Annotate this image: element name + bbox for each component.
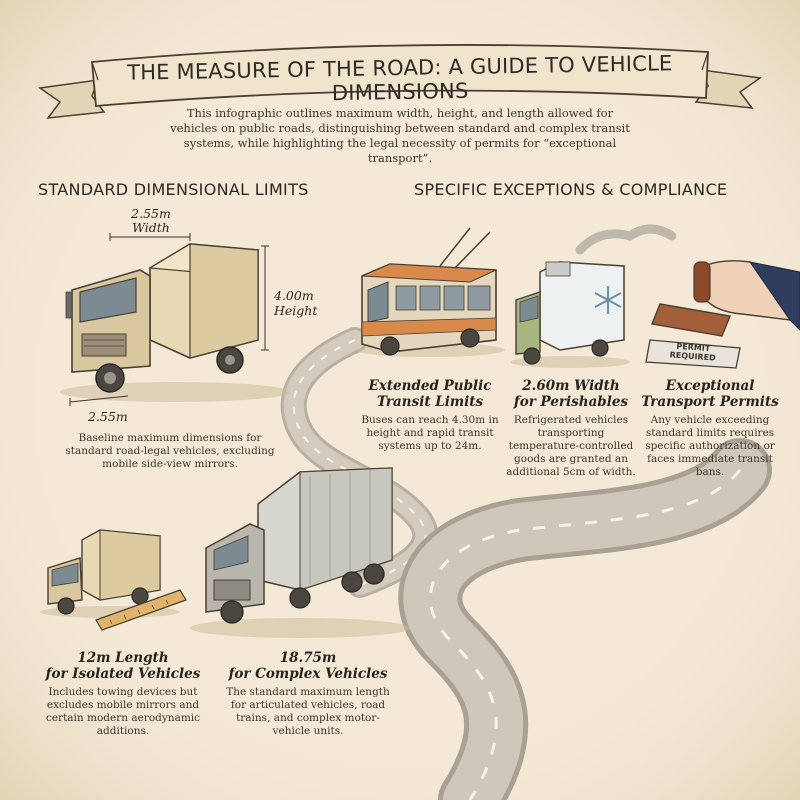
exception-transit: Extended Public Transit Limits Buses can… bbox=[360, 378, 500, 453]
height-label: Height bbox=[274, 304, 317, 318]
exception-perishables-heading-2: for Perishables bbox=[505, 394, 637, 410]
length-isolated-body: Includes towing devices but excludes mob… bbox=[28, 686, 218, 738]
depth-value: 2.55m bbox=[88, 410, 128, 424]
exception-permits: Exceptional Transport Permits Any vehicl… bbox=[640, 378, 780, 479]
length-isolated-heading-1: 12m Length bbox=[28, 650, 218, 666]
exception-perishables-body: Refrigerated vehicles transporting tempe… bbox=[505, 414, 637, 479]
page-title: THE MEASURE OF THE ROAD: A GUIDE TO VEHI… bbox=[110, 51, 691, 109]
length-complex-heading-1: 18.75m bbox=[218, 650, 398, 666]
section-exceptions: SPECIFIC EXCEPTIONS & COMPLIANCE bbox=[414, 180, 727, 199]
exception-permits-heading-1: Exceptional bbox=[640, 378, 780, 394]
length-complex: 18.75m for Complex Vehicles The standard… bbox=[218, 650, 398, 738]
exception-transit-heading-2: Transit Limits bbox=[360, 394, 500, 410]
intro-text: This infographic outlines maximum width,… bbox=[170, 106, 630, 166]
section-standard: STANDARD DIMENSIONAL LIMITS bbox=[38, 180, 309, 199]
length-complex-body: The standard maximum length for articula… bbox=[218, 686, 398, 738]
exception-permits-body: Any vehicle exceeding standard limits re… bbox=[640, 414, 780, 479]
length-complex-heading-2: for Complex Vehicles bbox=[218, 666, 398, 682]
width-label: Width bbox=[116, 221, 186, 235]
width-value: 2.55m bbox=[116, 207, 186, 221]
exception-transit-heading-1: Extended Public bbox=[360, 378, 500, 394]
length-isolated: 12m Length for Isolated Vehicles Include… bbox=[28, 650, 218, 738]
height-value: 4.00m bbox=[274, 289, 314, 303]
exception-permits-heading-2: Transport Permits bbox=[640, 394, 780, 410]
exception-perishables: 2.60m Width for Perishables Refrigerated… bbox=[505, 378, 637, 479]
exception-transit-body: Buses can reach 4.30m in height and rapi… bbox=[360, 414, 500, 453]
exception-perishables-heading-1: 2.60m Width bbox=[505, 378, 637, 394]
length-isolated-heading-2: for Isolated Vehicles bbox=[28, 666, 218, 682]
truck-caption: Baseline maximum dimensions for standard… bbox=[55, 432, 285, 471]
